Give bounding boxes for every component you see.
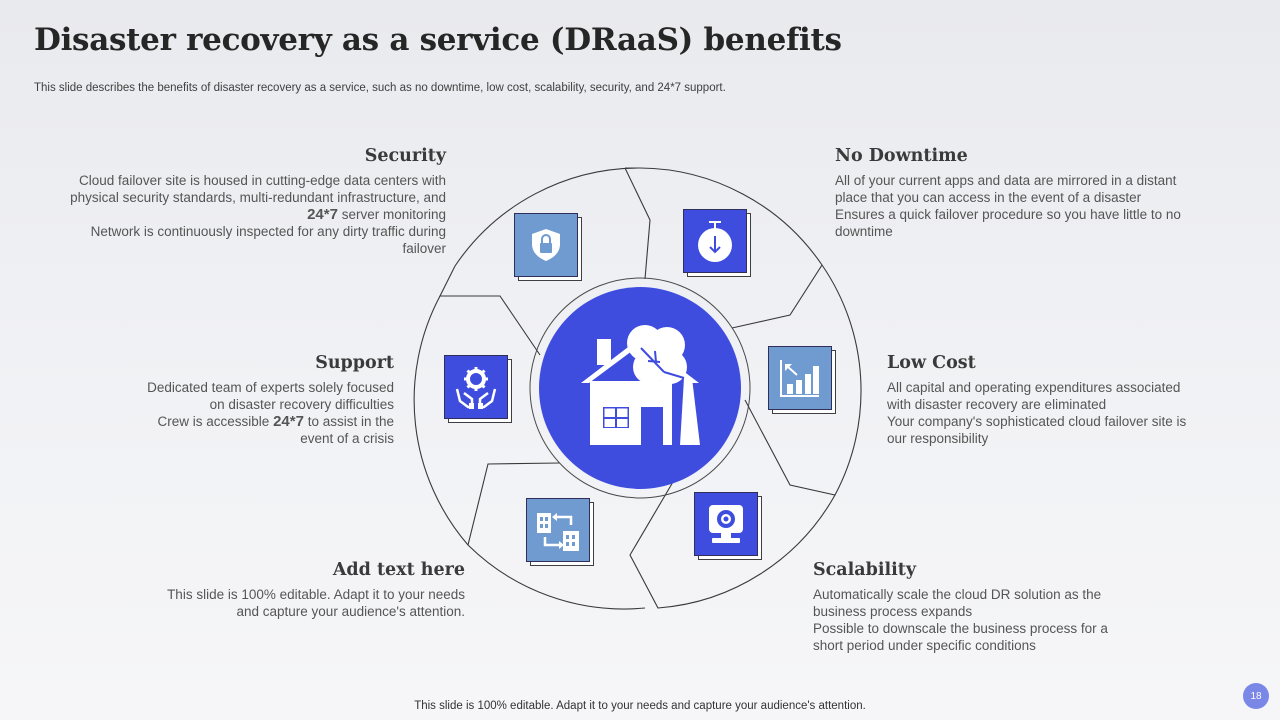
scalability-heading: Scalability [813,560,917,580]
house-tree-icon [581,325,700,445]
support-block: Support Dedicated team of experts solely… [129,353,394,447]
scalability-block: Scalability Automatically scale the clou… [813,560,1128,654]
buildings-transfer-icon [537,513,579,551]
low-cost-text-1: All capital and operating expenditures a… [887,380,1181,412]
add-text-block: Add text here This slide is 100% editabl… [145,560,465,620]
support-text-2: Crew is accessible 24*7 to assist in the… [157,413,395,446]
ring-segment-right [744,264,862,496]
security-text-1: Cloud failover site is housed in cutting… [70,173,446,223]
ring-segment-top-right [624,167,651,280]
support-icon-box [444,355,512,423]
ring-segment-left [413,295,469,546]
no-downtime-block: No Downtime All of your current apps and… [835,146,1195,240]
slide-subtitle: This slide describes the benefits of dis… [34,82,726,94]
webcam-icon [709,505,743,543]
add-text-heading: Add text here [332,560,465,580]
hands-gear-icon [455,367,497,409]
low-cost-block: Low Cost All capital and operating expen… [887,353,1197,447]
low-cost-icon-box [768,346,836,414]
ring-segment-right-top [639,167,823,329]
no-downtime-heading: No Downtime [835,146,968,166]
no-downtime-text-2: Ensures a quick failover procedure so yo… [835,207,1181,239]
ring-segment-bottom-left [467,462,646,610]
support-heading: Support [315,353,394,373]
slide-title: Disaster recovery as a service (DRaaS) b… [34,22,842,58]
stopwatch-icon [698,221,732,262]
inner-ring [529,277,751,499]
support-text-1: Dedicated team of experts solely focused… [147,380,394,412]
low-cost-text-2: Your company's sophisticated cloud failo… [887,414,1187,446]
add-text-text: This slide is 100% editable. Adapt it to… [167,587,465,619]
security-block: Security Cloud failover site is housed i… [66,146,446,257]
add-text-icon-box [526,498,594,566]
no-downtime-text-1: All of your current apps and data are mi… [835,173,1177,205]
scalability-text-2: Possible to downscale the business proce… [813,621,1108,653]
low-cost-heading: Low Cost [887,353,976,373]
ring-segment-bottom-right [629,469,836,609]
scalability-icon-box [694,492,762,560]
security-text-2: Network is continuously inspected for an… [90,224,446,256]
bar-chart-down-icon [780,360,819,397]
no-downtime-icon-box [683,209,751,277]
shield-lock-icon [532,229,560,261]
scalability-text-1: Automatically scale the cloud DR solutio… [813,587,1102,619]
page-number-badge: 18 [1243,683,1269,709]
ring-segment-top-left [439,167,641,356]
slide-footer: This slide is 100% editable. Adapt it to… [414,700,866,712]
security-heading: Security [364,146,446,166]
security-icon-box [514,213,582,281]
